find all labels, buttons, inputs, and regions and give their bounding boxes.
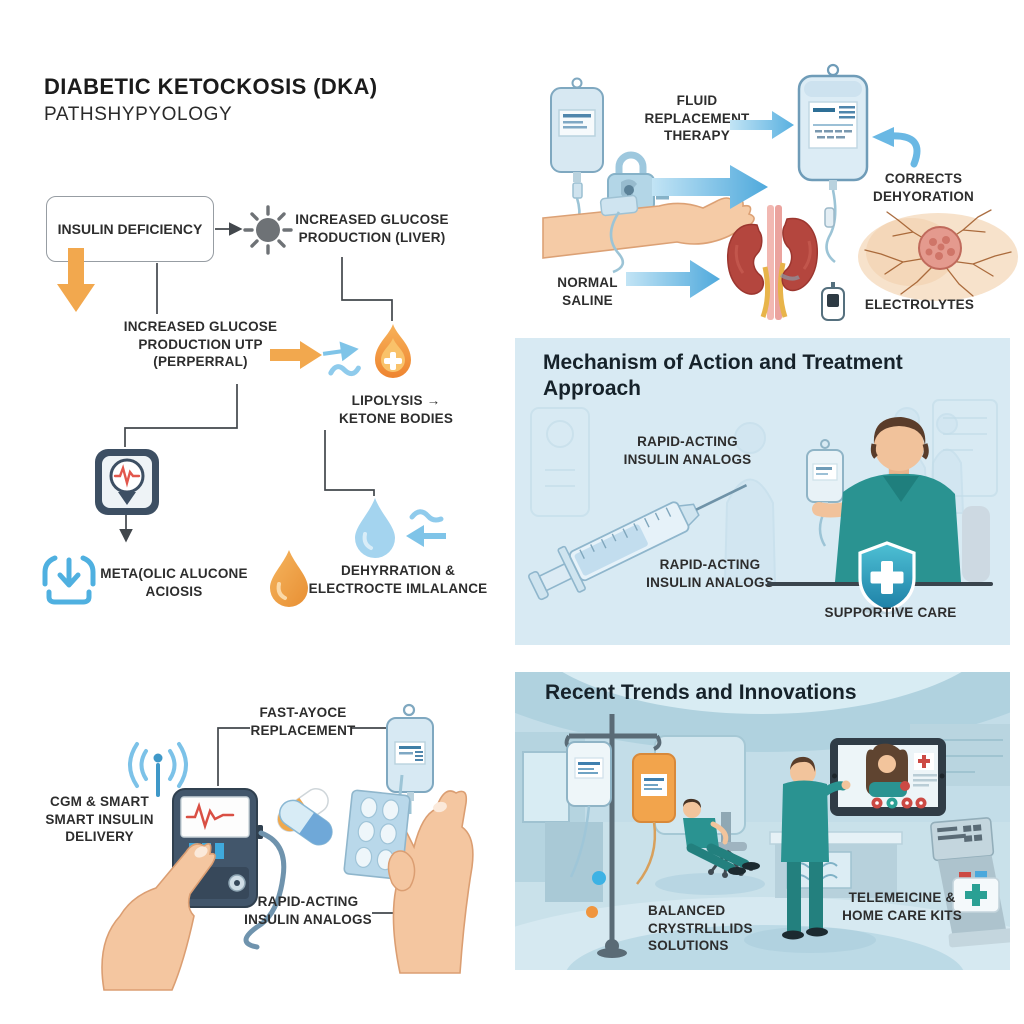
label-rapid-acting-bottom: RAPID-ACTING INSULIN ANALOGS (646, 557, 774, 590)
label-balanced-crystalloids: BALANCED CRYSTRLLLIDS SOLUTIONS (648, 903, 753, 954)
sun-icon (243, 205, 293, 255)
mechanism-title: Mechanism of Action and Treatment Approa… (543, 351, 903, 401)
iv-bag-left-illustration (550, 77, 604, 243)
main-subtitle: PATHSHYPYOLOGY (44, 104, 233, 125)
label-rapid-acting-top: RAPID-ACTING INSULIN ANALOGS (623, 434, 752, 467)
hospital-scene-illustration (515, 672, 1010, 970)
iv-bag-held-illustration (806, 439, 844, 547)
wifi-antenna-icon (128, 742, 188, 797)
trends-title: Recent Trends and Innovations (545, 681, 857, 704)
label-supportive-care: SUPPORTIVE CARE (824, 605, 957, 620)
exchange-arrows-icon (322, 341, 361, 377)
label-dehydration: DEHYRRATION & ELECTROCTE IMLALANCE (308, 563, 488, 596)
capillary-cell-illustration (858, 209, 1018, 301)
left-hand-illustration (101, 843, 216, 991)
label-normal-saline: NORMAL SALINE (557, 275, 618, 308)
blue-arrow-large-icon (652, 165, 768, 209)
download-tray-icon (42, 555, 96, 605)
label-cgm-smart: CGM & SMART SMART INSULIN DELIVERY (45, 794, 154, 845)
syringe-illustration (528, 484, 748, 601)
label-glucose-liver: INCREASED GLUCOSE PRODUCTION (LIVER) (295, 212, 449, 245)
orange-down-arrow-icon (57, 248, 95, 312)
label-lipolysis: LIPOLYSIS → KETONE BODIES (338, 393, 454, 426)
water-drop-icon (355, 498, 395, 558)
blue-arrow-medium-icon (626, 260, 720, 298)
exchange-arrows-icon-2 (406, 509, 446, 547)
curved-arrow-icon (872, 127, 921, 168)
orange-right-arrow-icon (270, 341, 322, 369)
label-electrolytes: ELECTROLYTES (864, 297, 975, 312)
main-title: DIABETIC KETOCKOSIS (DKA) (44, 74, 378, 99)
label-rapid-acting-analogs: RAPID-ACTING INSULIN ANALOGS (244, 894, 372, 927)
plug-device-icon (821, 282, 845, 321)
monitor-search-icon (95, 449, 159, 515)
label-glucose-peripheral: INCREASED GLUCOSE PRODUCTION UTP (PERPER… (123, 319, 278, 370)
blue-arrow-small-icon (730, 111, 794, 139)
iv-bag-small-illustration (386, 703, 434, 814)
iv-bag-right-illustration (797, 63, 869, 264)
arm-hand-illustration (542, 194, 755, 274)
kidneys-illustration (727, 205, 818, 320)
flame-icon (375, 324, 411, 378)
label-fast-replacement: FAST-AYOCE REPLACEMENT (250, 705, 356, 738)
label-corrects-dehydration: CORRECTS DEHYORATION (873, 171, 974, 204)
orange-drop-icon (270, 550, 308, 607)
capsule-pills-icon (277, 788, 333, 846)
trends-panel: Recent Trends and Innovations BALANCED C… (515, 672, 1010, 970)
label-telemedicine: TELEMEICINE & HOME CARE KITS (842, 890, 962, 923)
hand-with-blister-pack-illustration (343, 774, 474, 974)
label-fluid-therapy: FLUID REPLACEMENT THERAPY (644, 93, 750, 144)
mechanism-panel: Mechanism of Action and Treatment Approa… (515, 338, 1010, 645)
label-metabolic-acidosis: META(OLIC ALUCONE ACIOSIS (100, 566, 248, 599)
shield-cross-icon (858, 541, 916, 614)
